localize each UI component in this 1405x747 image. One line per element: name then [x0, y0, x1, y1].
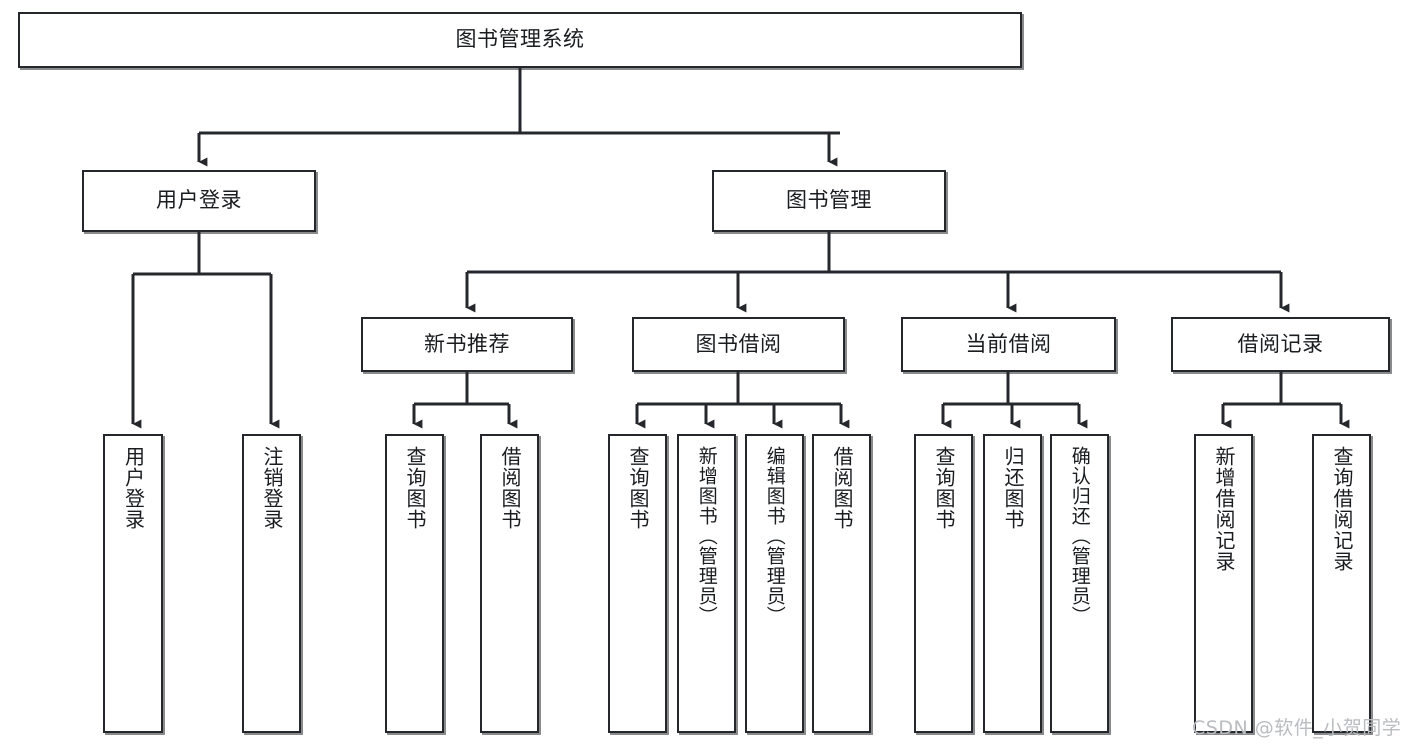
node-label: 当前借阅	[965, 331, 1052, 356]
leaf-book-borrow-query[interactable]: 查询图书	[608, 434, 667, 733]
leaf-borrow-record-query[interactable]: 查询借阅记录	[1312, 434, 1371, 733]
node-label: 查询借阅记录	[1330, 446, 1354, 572]
node-borrow-record[interactable]: 借阅记录	[1171, 317, 1390, 372]
node-label: 归还图书	[1001, 446, 1025, 530]
leaf-borrow-record-add[interactable]: 新增借阅记录	[1194, 434, 1253, 733]
leaf-book-borrow-edit[interactable]: 编辑图书（管理员）	[745, 434, 804, 733]
leaf-user-login-login[interactable]: 用户登录	[103, 434, 163, 733]
node-label: 用户登录	[121, 446, 146, 530]
node-label: 编辑图书（管理员）	[763, 446, 786, 626]
leaf-book-borrow-borrow[interactable]: 借阅图书	[812, 434, 871, 733]
node-label: 新增借阅记录	[1212, 446, 1236, 572]
node-label: 借阅图书	[498, 446, 522, 530]
node-book-manage[interactable]: 图书管理	[712, 170, 946, 232]
node-user-login[interactable]: 用户登录	[82, 170, 316, 232]
leaf-current-borrow-return[interactable]: 归还图书	[983, 434, 1042, 733]
node-label: 借阅记录	[1237, 331, 1324, 356]
leaf-user-login-logout[interactable]: 注销登录	[242, 434, 301, 733]
leaf-current-borrow-confirm-return[interactable]: 确认归还（管理员）	[1050, 434, 1109, 733]
leaf-current-borrow-query[interactable]: 查询图书	[914, 434, 973, 733]
node-label: 用户登录	[156, 188, 242, 213]
node-label: 确认归还（管理员）	[1068, 446, 1091, 626]
node-label: 借阅图书	[830, 446, 854, 530]
leaf-book-borrow-add[interactable]: 新增图书（管理员）	[677, 434, 736, 733]
node-label: 图书借阅	[695, 331, 782, 356]
node-label: 新书推荐	[424, 331, 510, 356]
node-root-system[interactable]: 图书管理系统	[18, 12, 1022, 68]
node-current-borrow[interactable]: 当前借阅	[901, 317, 1116, 372]
leaf-new-book-query[interactable]: 查询图书	[385, 434, 444, 733]
node-label: 图书管理	[786, 188, 872, 213]
node-label: 图书管理系统	[455, 27, 585, 52]
node-book-borrow[interactable]: 图书借阅	[632, 317, 845, 372]
leaf-new-book-borrow[interactable]: 借阅图书	[480, 434, 539, 733]
node-label: 查询图书	[403, 446, 427, 530]
node-label: 查询图书	[626, 446, 650, 530]
node-label: 查询图书	[932, 446, 956, 530]
node-label: 新增图书（管理员）	[695, 446, 718, 626]
node-label: 注销登录	[260, 446, 284, 530]
node-new-book-recommend[interactable]: 新书推荐	[361, 317, 573, 372]
